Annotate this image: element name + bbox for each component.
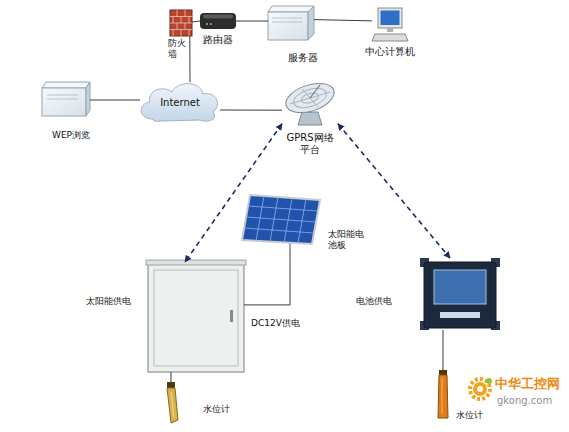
- edge-label-wrap: DC12V供电: [250, 318, 301, 329]
- node-label: 服务器: [288, 52, 318, 63]
- firewall-icon: [170, 10, 192, 36]
- server: 服务器: [268, 6, 314, 40]
- node-label-wrap: WEP浏览: [52, 130, 112, 141]
- node-label-wrap: Internet: [140, 97, 220, 109]
- wireless-link: [185, 124, 282, 262]
- water-level-sensor: [438, 370, 448, 418]
- node-label: 水位计: [456, 410, 483, 420]
- server-icon: [268, 6, 314, 40]
- browser-computer: WEP浏览: [42, 82, 90, 116]
- node-label: WEP浏览: [52, 130, 90, 140]
- connector: [236, 21, 268, 22]
- internet-cloud: [141, 84, 217, 122]
- node-label-wrap: 防火 墙: [168, 38, 190, 60]
- router: 路由器: [200, 12, 236, 30]
- gprs-platform: GPRS网络 平台: [282, 82, 338, 126]
- node-label-wrap: 中心计算机: [362, 46, 418, 58]
- watermark-text: 中华工控网: [495, 376, 560, 391]
- internet-cloud: Internet: [140, 82, 220, 122]
- water-level-sensor: [167, 382, 178, 423]
- connector: [189, 36, 190, 82]
- control-cabinet: [146, 260, 246, 372]
- node-label: Internet: [160, 97, 200, 108]
- battery-logger: 电池供电: [420, 258, 500, 330]
- connector: [220, 110, 282, 111]
- connector: [443, 330, 444, 370]
- computer-icon: [42, 82, 90, 116]
- node-label: 水位计: [203, 404, 230, 414]
- water-level-sensor: 水位计: [436, 370, 450, 420]
- battery-logger: [420, 258, 500, 330]
- node-label: 电池供电: [356, 296, 392, 306]
- connector: [244, 250, 290, 305]
- computer-icon: [372, 8, 408, 41]
- connector: [314, 20, 372, 21]
- node-label: 防火 墙: [168, 38, 186, 59]
- center-computer: 中心计算机: [372, 8, 408, 42]
- edge-label: DC12V供电: [251, 318, 300, 328]
- node-label-wrap: 水位计: [203, 404, 237, 415]
- node-label-wrap: 路由器: [196, 34, 240, 46]
- firewall: 防火 墙: [170, 8, 192, 36]
- node-label-wrap: 电池供电: [356, 296, 412, 307]
- watermark-url-wrap: gkong.com: [497, 395, 552, 407]
- node-label-wrap: 太阳能供电: [86, 296, 142, 307]
- node-label: 路由器: [203, 34, 233, 45]
- node-label-wrap: GPRS网络 平台: [280, 132, 340, 156]
- watermark-text-wrap: 中华工控网: [495, 376, 560, 392]
- node-label-wrap: 服务器: [288, 52, 332, 64]
- connector: [90, 100, 140, 101]
- watermark-url: gkong.com: [497, 395, 552, 406]
- solar-panel: [242, 195, 320, 250]
- node-label: GPRS网络 平台: [286, 132, 333, 155]
- solar-panel: 太阳能电 池板: [242, 195, 320, 250]
- connector: [192, 21, 200, 22]
- router-icon: [200, 13, 236, 29]
- node-label: 太阳能供电: [86, 296, 131, 306]
- connector: [171, 372, 172, 382]
- node-label-wrap: 水位计: [456, 410, 490, 421]
- node-label: 太阳能电 池板: [328, 229, 364, 250]
- control-cabinet: 太阳能供电: [148, 262, 244, 372]
- node-label: 中心计算机: [365, 46, 415, 57]
- water-level-sensor: 水位计: [163, 382, 179, 424]
- node-label-wrap: 太阳能电 池板: [328, 229, 368, 251]
- watermark-gear: [470, 378, 492, 399]
- satellite-dish: [282, 78, 338, 125]
